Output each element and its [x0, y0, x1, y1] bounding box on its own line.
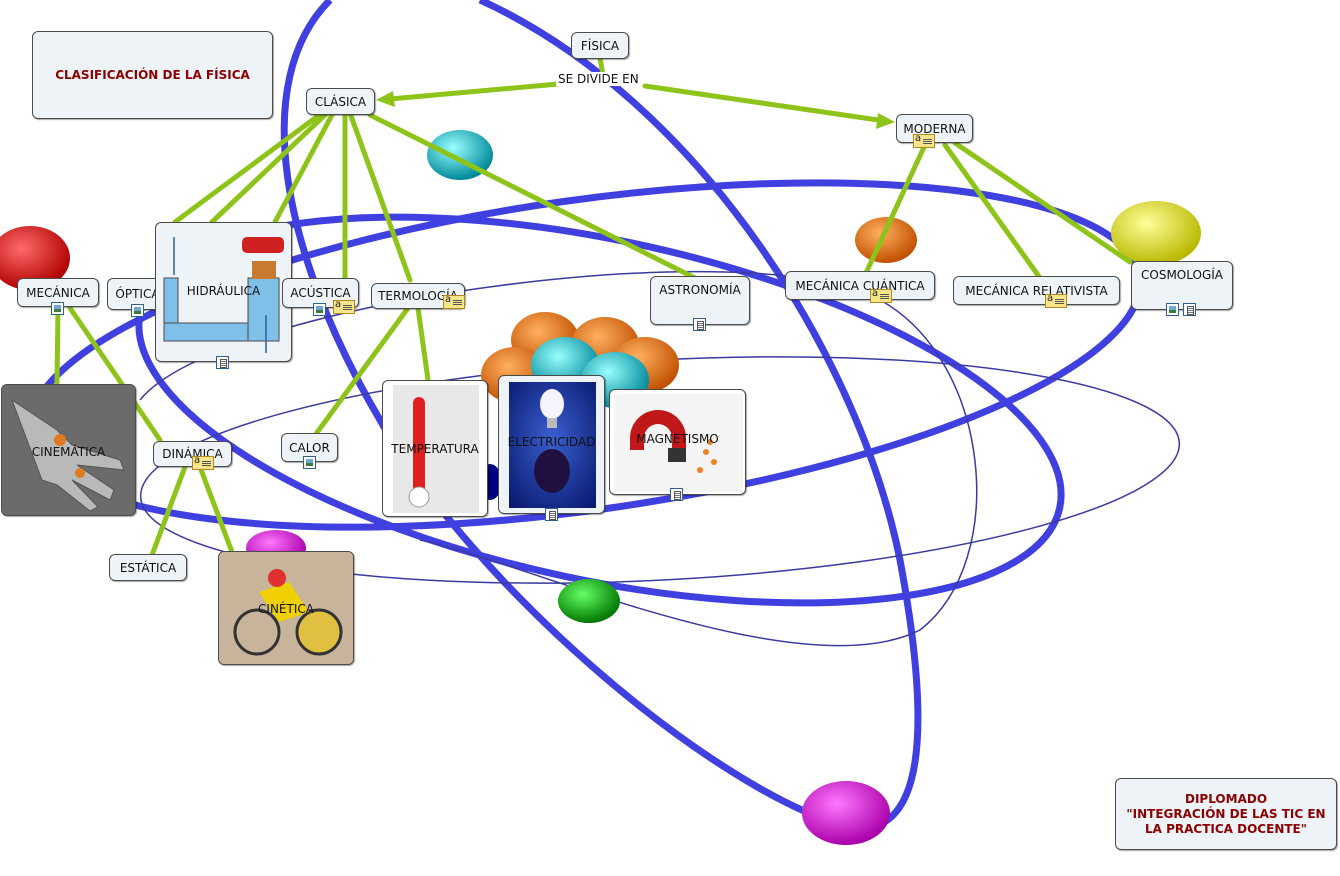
node-astronomia[interactable]: ASTRONOMÍA	[650, 276, 750, 325]
node-hidraulica[interactable]: HIDRÁULICA	[155, 222, 292, 362]
node-mecanica-cuantica[interactable]: MECÁNICA CUÁNTICA	[785, 271, 935, 300]
node-clasica-label: CLÁSICA	[314, 94, 367, 109]
node-electricidad[interactable]: ELECTRICIDAD	[498, 375, 605, 514]
document-resource-icon[interactable]	[545, 508, 558, 521]
image-resource-icon[interactable]	[131, 304, 144, 317]
footer-line-3: LA PRACTICA DOCENTE"	[1144, 821, 1307, 836]
note-icon[interactable]	[192, 455, 214, 470]
note-icon[interactable]	[870, 288, 892, 303]
node-clasica[interactable]: CLÁSICA	[306, 88, 375, 115]
thermometer-illustration	[393, 385, 479, 513]
node-optica-label: ÓPTICA	[115, 287, 160, 301]
title-box: CLASIFICACIÓN DE LA FÍSICA	[32, 31, 273, 119]
node-cosmologia[interactable]: COSMOLOGÍA	[1131, 261, 1233, 310]
node-temperatura[interactable]: TEMPERATURA	[382, 380, 488, 517]
robot-hand-illustration	[2, 385, 135, 515]
footer-line-1: DIPLOMADO	[1184, 791, 1268, 806]
document-resource-icon[interactable]	[670, 488, 683, 501]
node-astronomia-label: ASTRONOMÍA	[659, 283, 741, 297]
note-icon[interactable]	[913, 133, 935, 148]
node-termologia-label: TERMOLOGÍA	[378, 289, 458, 303]
image-resource-icon[interactable]	[51, 302, 64, 315]
node-fisica-label: FÍSICA	[580, 38, 620, 53]
node-cinematica[interactable]: CINEMÁTICA	[1, 384, 136, 516]
node-estatica[interactable]: ESTÁTICA	[109, 554, 187, 581]
magnet-illustration	[614, 394, 743, 492]
node-acustica-label: ACÚSTICA	[290, 286, 351, 300]
node-magnetismo-label: MAGNETISMO	[636, 432, 719, 446]
note-icon[interactable]	[1045, 293, 1067, 308]
node-electricidad-label: ELECTRICIDAD	[507, 435, 596, 449]
image-resource-icon[interactable]	[313, 303, 326, 316]
node-calor-label: CALOR	[289, 440, 330, 455]
node-estatica-label: ESTÁTICA	[119, 560, 177, 575]
node-temperatura-label: TEMPERATURA	[391, 442, 479, 456]
node-magnetismo[interactable]: MAGNETISMO	[609, 389, 746, 495]
image-resource-icon[interactable]	[1166, 303, 1179, 316]
node-cosmologia-label: COSMOLOGÍA	[1141, 268, 1223, 282]
note-icon[interactable]	[443, 294, 465, 309]
node-mecanica-label: MECÁNICA	[26, 285, 90, 300]
document-resource-icon[interactable]	[693, 318, 706, 331]
footer-box: DIPLOMADO "INTEGRACIÓN DE LAS TIC EN LA …	[1115, 778, 1337, 850]
node-moderna-label: MODERNA	[903, 121, 966, 136]
node-fisica[interactable]: FÍSICA	[571, 32, 629, 59]
image-resource-icon[interactable]	[303, 456, 316, 469]
node-cinematica-label: CINEMÁTICA	[31, 445, 106, 459]
document-resource-icon[interactable]	[216, 356, 229, 369]
hydraulic-press-illustration	[163, 237, 284, 353]
note-icon[interactable]	[333, 299, 355, 314]
document-resource-icon[interactable]	[1183, 303, 1196, 316]
title-text: CLASIFICACIÓN DE LA FÍSICA	[55, 68, 250, 82]
footer-line-2: "INTEGRACIÓN DE LAS TIC EN	[1126, 806, 1326, 821]
node-hidraulica-label: HIDRÁULICA	[186, 284, 261, 298]
node-mecanica[interactable]: MECÁNICA	[17, 278, 99, 307]
lightbulb-illustration	[509, 382, 596, 508]
link-phrase: SE DIVIDE EN	[556, 72, 641, 86]
node-mecanica-relativista[interactable]: MECÁNICA RELATIVISTA	[953, 276, 1120, 305]
cyclist-illustration	[219, 552, 353, 664]
node-cinetica-label: CINÉTICA	[258, 602, 314, 616]
node-mecanica-cuantica-label: MECÁNICA CUÁNTICA	[795, 278, 925, 293]
node-cinetica[interactable]: CINÉTICA	[218, 551, 354, 665]
node-mecanica-relativista-label: MECÁNICA RELATIVISTA	[965, 283, 1108, 298]
